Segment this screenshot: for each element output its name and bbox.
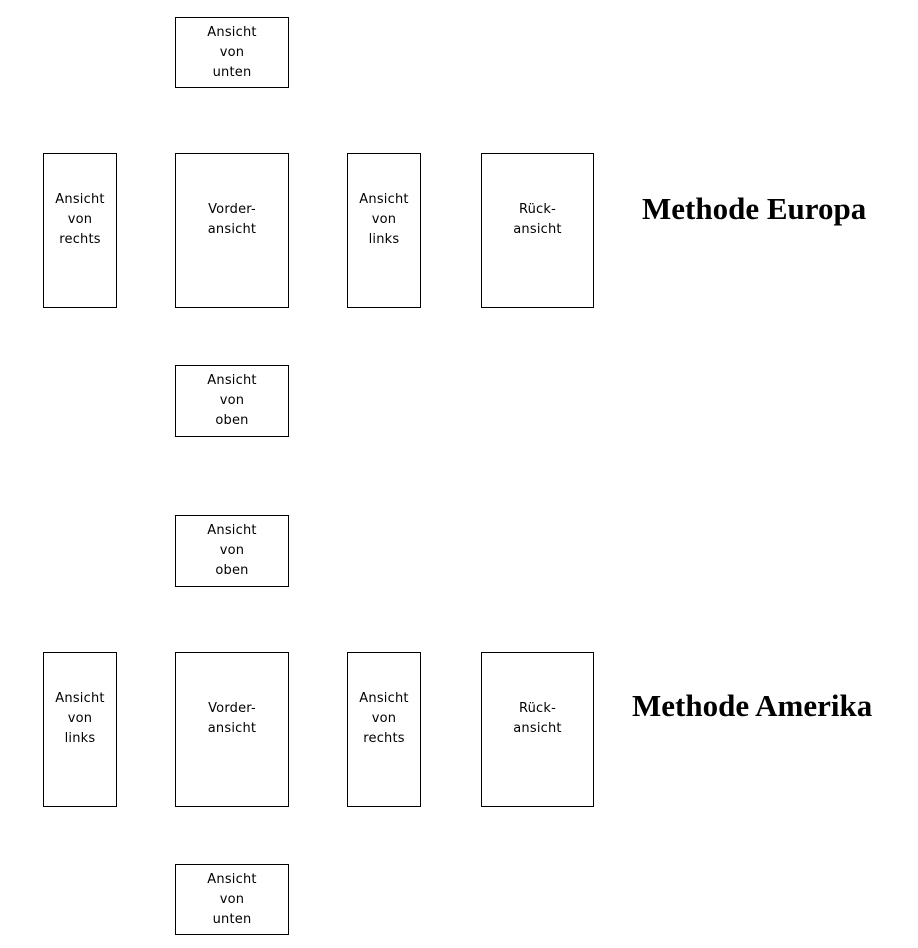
america-method-heading: Methode Amerika: [632, 688, 873, 723]
view-label-line: Ansicht: [207, 872, 257, 887]
view-label-line: Vorder-: [208, 202, 256, 217]
view-label-line: von: [67, 711, 93, 726]
america-front-view: Vorder- ansicht: [175, 652, 289, 807]
view-label-line: Ansicht: [207, 25, 257, 40]
view-label-line: von: [219, 892, 245, 907]
view-label-line: rechts: [59, 232, 101, 247]
view-label-line: von: [219, 543, 245, 558]
view-label-line: Ansicht: [55, 691, 105, 706]
view-label-line: ansicht: [207, 222, 257, 237]
europe-view-from-left: Ansicht von links: [347, 153, 421, 308]
view-label-line: Ansicht: [207, 523, 257, 538]
view-label-line: Ansicht: [359, 691, 409, 706]
view-label-line: ansicht: [513, 222, 562, 237]
view-label-line: Ansicht: [207, 373, 257, 388]
view-label-line: von: [371, 711, 397, 726]
view-label-line: links: [64, 731, 96, 746]
view-label-line: links: [368, 232, 400, 247]
view-label-line: von: [371, 212, 397, 227]
america-view-from-left: Ansicht von links: [43, 652, 117, 807]
view-label-line: oben: [215, 563, 249, 578]
america-view-from-above: Ansicht von oben: [175, 515, 289, 587]
europe-method-heading: Methode Europa: [642, 191, 867, 226]
view-label-line: oben: [215, 413, 249, 428]
america-view-from-below: Ansicht von unten: [175, 864, 289, 935]
view-label-line: von: [219, 45, 245, 60]
europe-front-view: Vorder- ansicht: [175, 153, 289, 308]
view-label-line: von: [219, 393, 245, 408]
europe-view-from-right: Ansicht von rechts: [43, 153, 117, 308]
europe-view-from-below: Ansicht von unten: [175, 17, 289, 88]
view-label-line: Rück-: [518, 202, 557, 217]
view-label-line: ansicht: [207, 721, 257, 736]
view-label-line: rechts: [363, 731, 405, 746]
europe-rear-view: Rück- ansicht: [481, 153, 594, 308]
view-label-line: Ansicht: [359, 192, 409, 207]
view-label-line: unten: [212, 65, 252, 80]
europe-view-from-above: Ansicht von oben: [175, 365, 289, 437]
america-view-from-right: Ansicht von rechts: [347, 652, 421, 807]
view-label-line: unten: [212, 912, 252, 927]
view-label-line: von: [67, 212, 93, 227]
view-label-line: Ansicht: [55, 192, 105, 207]
view-label-line: ansicht: [513, 721, 562, 736]
view-label-line: Vorder-: [208, 701, 256, 716]
america-rear-view: Rück- ansicht: [481, 652, 594, 807]
view-label-line: Rück-: [518, 701, 557, 716]
